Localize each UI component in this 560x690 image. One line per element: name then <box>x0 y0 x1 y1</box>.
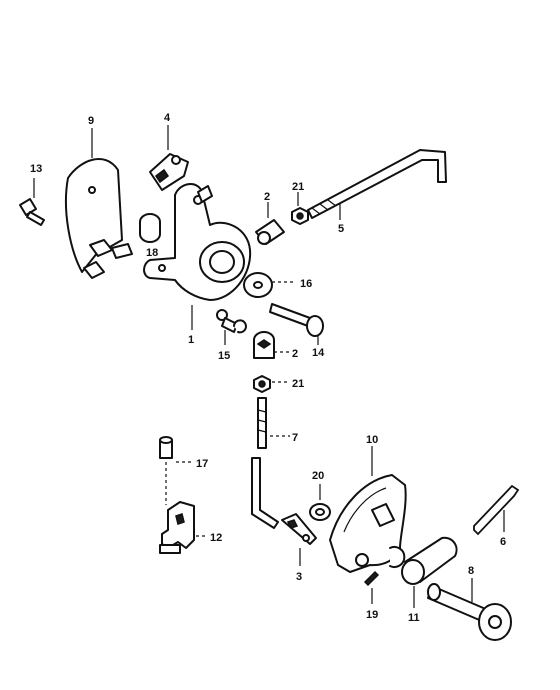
part-1-lever-body <box>143 183 252 301</box>
callout-10: 10 <box>366 434 378 446</box>
callout-14: 14 <box>312 347 325 359</box>
callout-19: 19 <box>366 609 378 621</box>
part-19-spring-pin <box>363 570 380 587</box>
callout-21a: 21 <box>292 181 304 193</box>
part-8-shaft <box>427 583 512 641</box>
callout-7: 7 <box>292 432 298 444</box>
callout-12: 12 <box>210 532 222 544</box>
callout-15: 17 <box>196 458 208 470</box>
callout-4: 4 <box>164 112 171 124</box>
callout-2b: 2 <box>292 348 298 360</box>
callout-17: 16 <box>300 278 312 290</box>
callout-3: 3 <box>296 571 302 583</box>
callout-13: 13 <box>30 163 42 175</box>
callout-2a: 2 <box>264 191 270 203</box>
part-21-nut-lower <box>253 375 271 393</box>
part-5-long-rod <box>307 149 447 219</box>
part-21-nut-upper <box>291 207 309 225</box>
callout-8: 8 <box>468 565 474 577</box>
callout-1: 1 <box>188 334 194 346</box>
part-7-rod <box>257 397 267 449</box>
part-2-rod-end-upper <box>255 219 285 245</box>
callout-9: 9 <box>88 115 94 127</box>
callout-18: 18 <box>146 247 158 259</box>
part-3-lever-rod <box>251 457 317 545</box>
callout-21b: 21 <box>292 378 304 390</box>
callout-20: 20 <box>312 470 324 482</box>
part-14-bolt <box>269 303 324 337</box>
callout-5: 5 <box>338 223 344 235</box>
callout-11: 11 <box>408 612 420 624</box>
part-10-sector-plate <box>329 474 407 573</box>
callout-6: 6 <box>500 536 506 548</box>
part-18-bushing <box>139 213 161 243</box>
part-6-spring-clip <box>473 484 520 536</box>
part-4-clamp <box>149 153 189 191</box>
part-17-washer <box>243 272 273 298</box>
callout-16: 15 <box>218 350 230 362</box>
part-9-bracket-plate <box>65 158 133 279</box>
part-16-ball-joint <box>216 309 247 334</box>
part-2-rod-end-lower <box>253 331 275 359</box>
part-12-bracket <box>159 501 195 554</box>
part-11-sleeve <box>401 536 458 585</box>
part-13-bolt <box>19 198 45 226</box>
part-15-pin <box>159 436 173 459</box>
part-20-bushing <box>309 503 331 521</box>
